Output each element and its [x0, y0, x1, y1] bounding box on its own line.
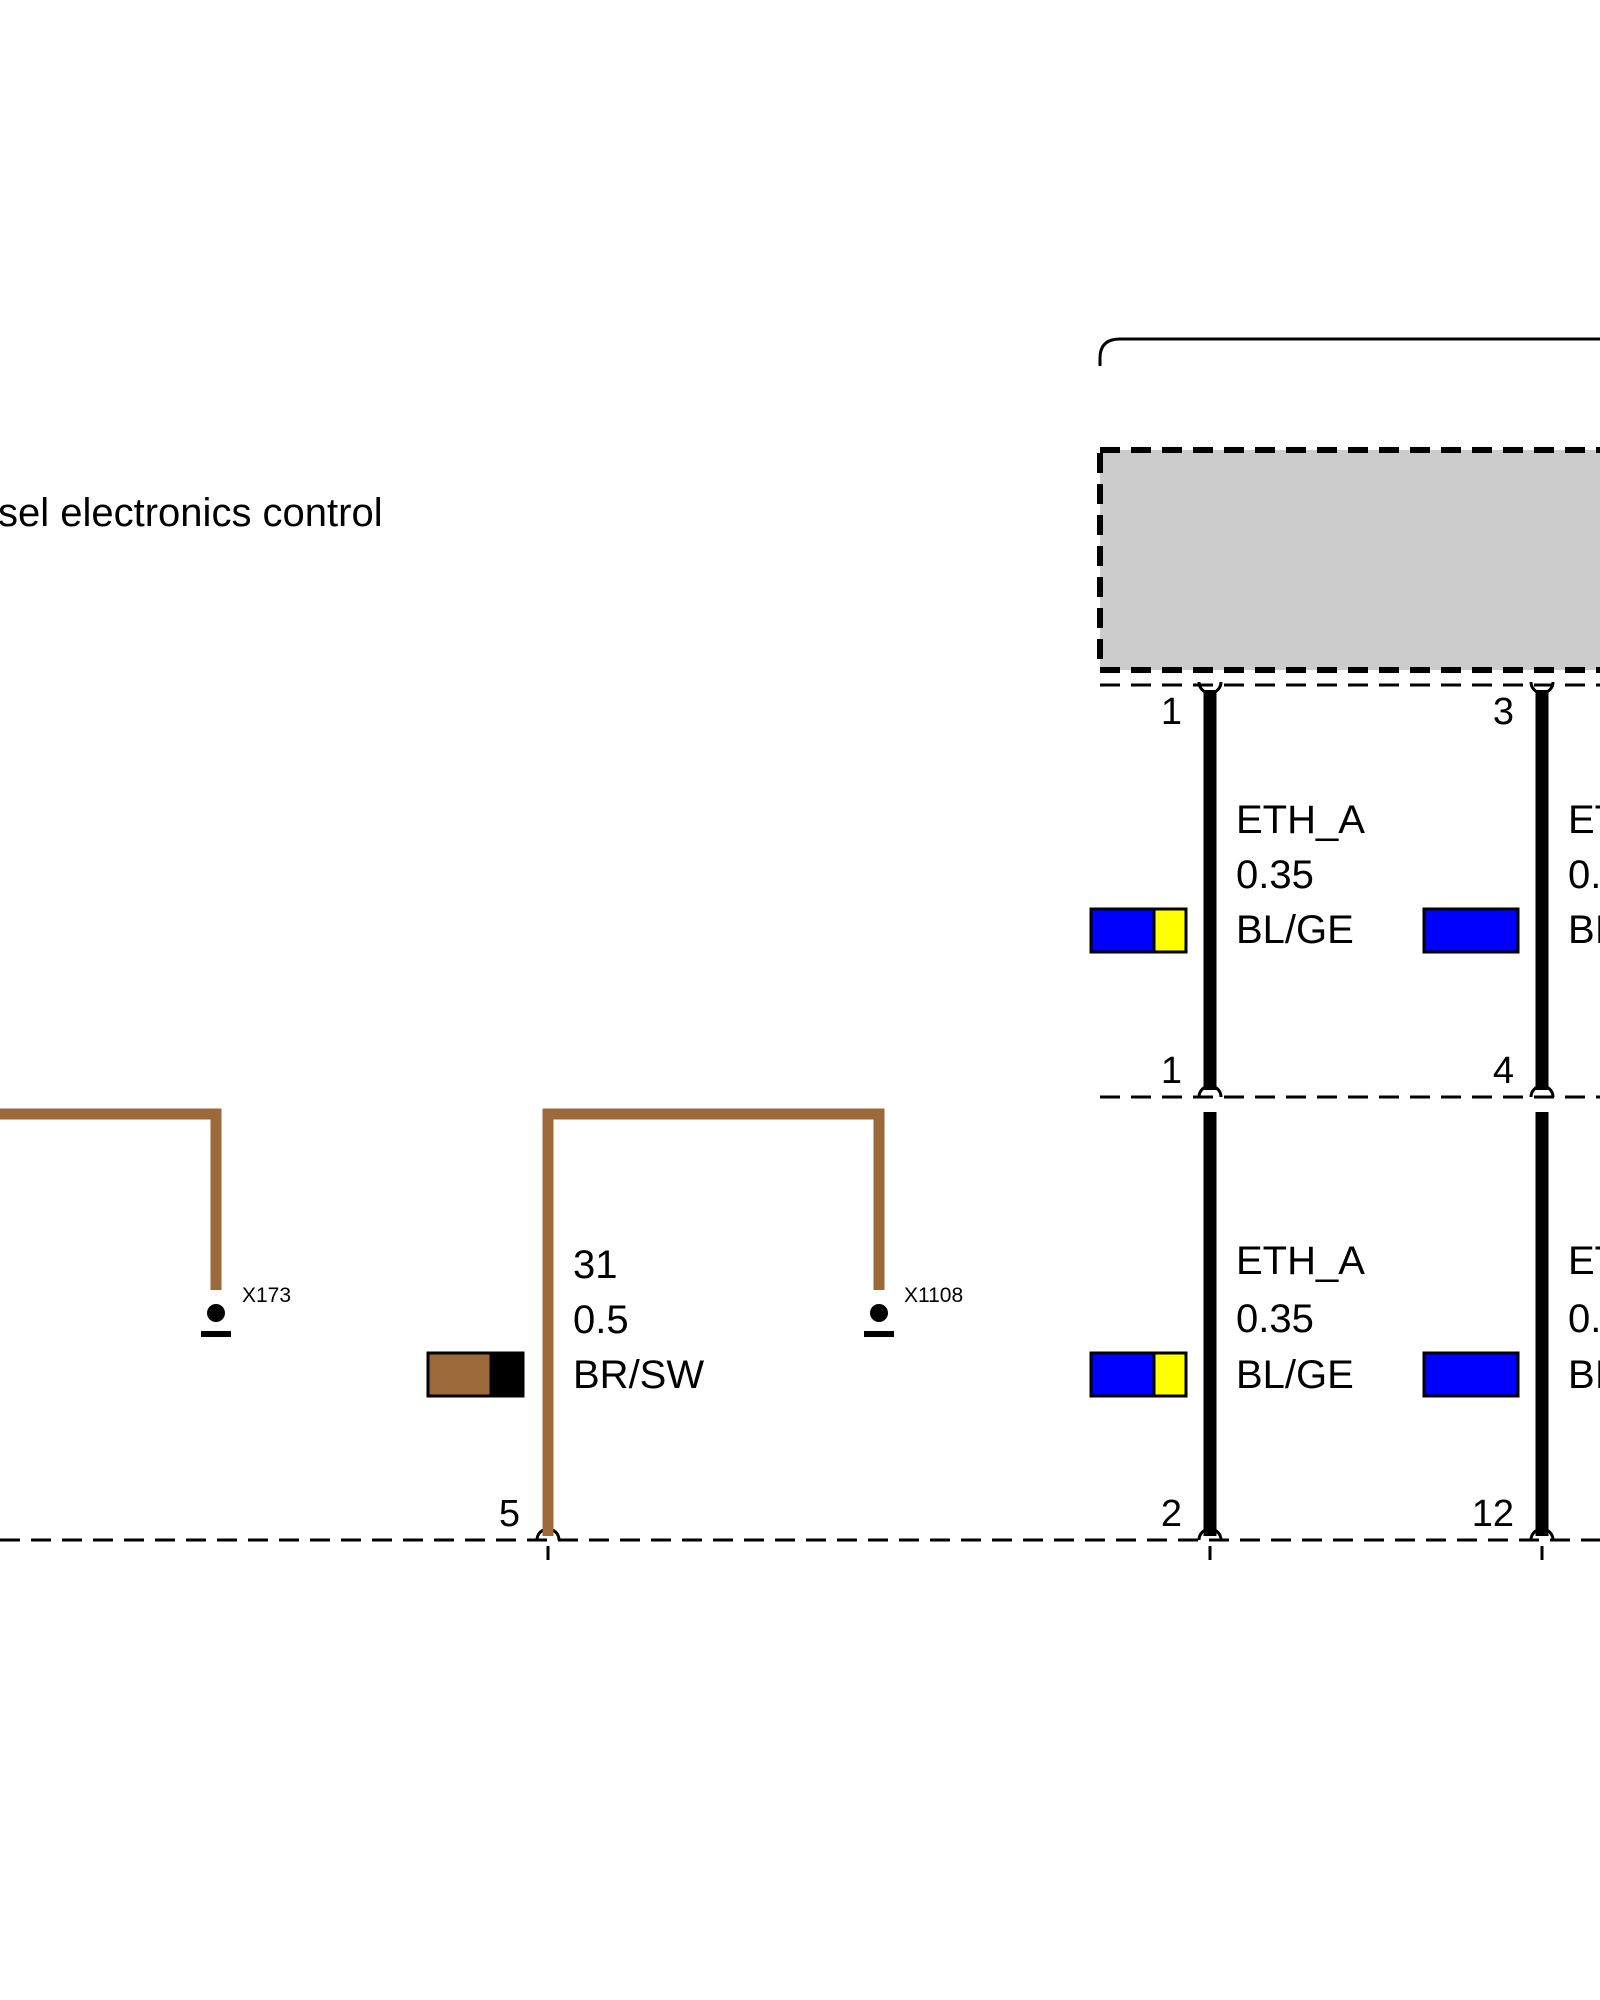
wire-signal-label: ETH_A: [1236, 798, 1365, 842]
swatch-bl-ge-lower: [1089, 1351, 1188, 1398]
wire-signal-label: ET: [1568, 1239, 1600, 1283]
wire-signal-label: ET: [1568, 798, 1600, 842]
wire-color-label: BL/GE: [1236, 908, 1354, 952]
control-module-box: [1097, 447, 1600, 673]
module-title: sel electronics control: [0, 491, 383, 535]
brown-wire-left: [0, 1108, 222, 1290]
ground-label-x173: X173: [242, 1284, 291, 1307]
wire-color-label: BL/GE: [1236, 1353, 1354, 1397]
swatch-bl-lower-right: [1422, 1351, 1520, 1398]
wire-gauge-label: 0.35: [1236, 853, 1314, 897]
pin-number: 5: [499, 1493, 520, 1535]
ground-symbol-x173: [201, 1304, 231, 1337]
swatch-br-sw: [426, 1351, 525, 1398]
module-bracket: [1098, 337, 1600, 366]
ground-symbol-x1108: [864, 1304, 894, 1337]
pin-number: 4: [1493, 1050, 1514, 1092]
wire-gauge-label: 0.: [1568, 853, 1600, 897]
wire-color-label: BI: [1568, 908, 1600, 952]
swatch-bl-upper-right: [1422, 907, 1520, 954]
pin-number: 1: [1161, 691, 1182, 733]
wire-color-label: BR/SW: [573, 1353, 704, 1397]
pin-number: 3: [1493, 691, 1514, 733]
wire-gauge-label: 0.35: [1236, 1297, 1314, 1341]
wire-gauge-label: 0.: [1568, 1297, 1600, 1341]
wire-gauge-label: 0.5: [573, 1298, 629, 1342]
pin-number: 12: [1472, 1493, 1514, 1535]
swatch-bl-ge-upper: [1089, 907, 1188, 954]
ground-label-x1108: X1108: [904, 1284, 963, 1307]
pin-number: 2: [1161, 1493, 1182, 1535]
wire-color-label: BI: [1568, 1353, 1600, 1397]
wire-signal-label: 31: [573, 1243, 618, 1287]
brown-wire-main: [542, 1108, 885, 1536]
pin-number: 1: [1161, 1050, 1182, 1092]
wire-signal-label: ETH_A: [1236, 1239, 1365, 1283]
